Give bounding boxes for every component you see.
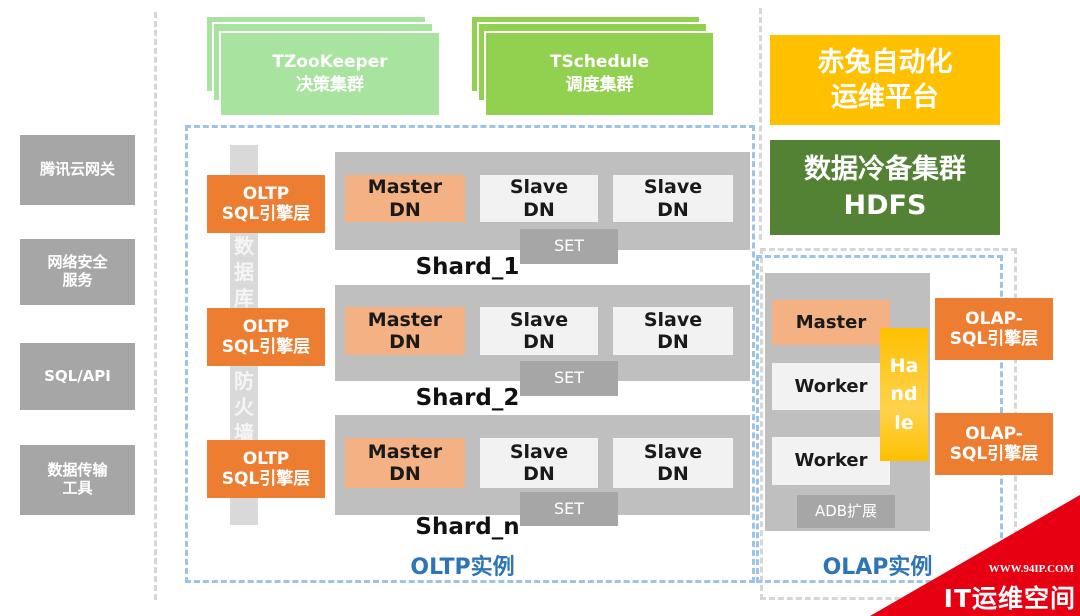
handle-label: nd (890, 383, 918, 406)
engine-label: OLAP- (965, 423, 1023, 444)
service-label: 网络安全 (47, 253, 108, 272)
node-label: DN (523, 463, 555, 485)
node-label: DN (657, 198, 689, 221)
slave-dn-node: Slave DN (613, 438, 733, 488)
backup-cluster-label: 数据冷备集群 (804, 154, 966, 186)
node-label: Slave (643, 308, 703, 331)
watermark-brand: IT运维空间 (943, 584, 1076, 613)
shard-label: Shard_n (415, 514, 520, 540)
cluster-desc: 调度集群 (565, 75, 634, 95)
right-top-separator (759, 8, 762, 240)
service-box-security: 网络安全 服务 (20, 239, 135, 305)
slave-dn-node: Slave DN (480, 438, 598, 488)
engine-label: SQL引擎层 (221, 469, 311, 489)
olap-master-node: Master (772, 300, 890, 345)
node-label: Slave (643, 440, 703, 463)
engine-label: OLTP (242, 316, 290, 337)
engine-label: OLTP (242, 448, 290, 469)
cluster-desc: 决策集群 (296, 75, 364, 95)
ops-platform-box: 赤兔自动化 运维平台 (770, 35, 1000, 125)
olap-engine-box: OLAP- SQL引擎层 (935, 413, 1053, 475)
engine-label: SQL引擎层 (949, 329, 1039, 349)
firewall-char: 火 (234, 395, 254, 419)
olap-worker-node: Worker (772, 363, 890, 410)
firewall-char: 数 (234, 234, 254, 258)
node-label: DN (657, 331, 689, 353)
service-box-sql-api: SQL/API (20, 343, 135, 410)
olap-instance-label: OLAP实例 (822, 555, 933, 580)
service-box-data-transfer: 数据传输 工具 (20, 445, 135, 515)
oltp-engine-box: OLTP SQL引擎层 (207, 175, 325, 233)
node-label: Master (367, 176, 443, 199)
ops-platform-label: 赤兔自动化 (817, 46, 953, 78)
node-label: DN (523, 331, 555, 353)
ops-platform-label: 运维平台 (831, 82, 939, 113)
zookeeper-card: TZooKeeper 决策集群 (219, 31, 441, 117)
engine-label: SQL引擎层 (949, 444, 1039, 464)
zookeeper-cluster: TZooKeeper 决策集群 (205, 15, 441, 117)
service-label: 服务 (62, 271, 93, 289)
schedule-cluster: TSchedule 调度集群 (470, 15, 715, 117)
shard-label: Shard_1 (415, 254, 520, 280)
backup-cluster-label: HDFS (843, 189, 927, 221)
oltp-engine-box: OLTP SQL引擎层 (207, 440, 325, 498)
firewall-char: 墙 (234, 421, 254, 445)
slave-dn-node: Slave DN (480, 175, 598, 222)
oltp-instance-region (185, 125, 755, 583)
backup-cluster-box: 数据冷备集群 HDFS (770, 140, 1000, 235)
node-label: Slave (643, 176, 703, 199)
cluster-name: TZooKeeper (272, 52, 388, 73)
watermark-triangle (870, 495, 1080, 616)
slave-dn-node: Slave DN (613, 175, 733, 222)
engine-label: OLAP- (965, 308, 1023, 329)
adb-extension-box: ADB扩展 (797, 495, 895, 528)
node-label: DN (389, 331, 421, 353)
node-label: Slave (509, 308, 569, 331)
olap-engine-box: OLAP- SQL引擎层 (935, 298, 1053, 360)
slave-dn-node: Slave DN (480, 307, 598, 355)
service-label: 腾讯云网关 (39, 160, 115, 179)
node-label: Slave (509, 440, 569, 463)
cluster-name: TSchedule (549, 52, 650, 73)
oltp-instance-label: OLTP实例 (410, 555, 515, 580)
service-label: SQL/API (44, 366, 111, 385)
node-label: DN (389, 463, 421, 485)
handle-box: Ha nd le (880, 328, 928, 461)
master-dn-node: Master DN (345, 175, 465, 222)
node-label: Master (367, 440, 443, 463)
handle-label: Ha (889, 354, 919, 377)
set-box: SET (520, 361, 618, 396)
engine-label: SQL引擎层 (221, 204, 311, 224)
engine-label: SQL引擎层 (221, 337, 311, 357)
set-box: SET (520, 492, 618, 526)
node-label: Slave (509, 176, 569, 199)
firewall-char: 库 (234, 286, 254, 310)
node-label: Master (367, 308, 443, 331)
set-box: SET (520, 229, 618, 264)
node-label: DN (657, 463, 689, 485)
service-box-gateway: 腾讯云网关 (20, 135, 135, 205)
left-separator (154, 12, 157, 600)
engine-label: OLTP (242, 183, 290, 204)
firewall-char: 防 (234, 369, 254, 393)
shard-label: Shard_2 (415, 385, 520, 411)
handle-label: le (894, 411, 914, 434)
node-label: DN (523, 198, 555, 221)
schedule-card: TSchedule 调度集群 (484, 31, 715, 117)
firewall-char: 据 (234, 260, 254, 284)
service-label: 数据传输 (47, 461, 108, 480)
oltp-engine-box: OLTP SQL引擎层 (207, 308, 325, 366)
watermark-triangle-shape (870, 495, 1080, 616)
slave-dn-node: Slave DN (613, 307, 733, 355)
master-dn-node: Master DN (345, 438, 465, 488)
master-dn-node: Master DN (345, 307, 465, 355)
watermark-url: WWW.94IP.COM (988, 563, 1074, 575)
service-label: 工具 (62, 479, 93, 497)
node-label: DN (389, 198, 421, 221)
olap-worker-node: Worker (772, 437, 890, 485)
